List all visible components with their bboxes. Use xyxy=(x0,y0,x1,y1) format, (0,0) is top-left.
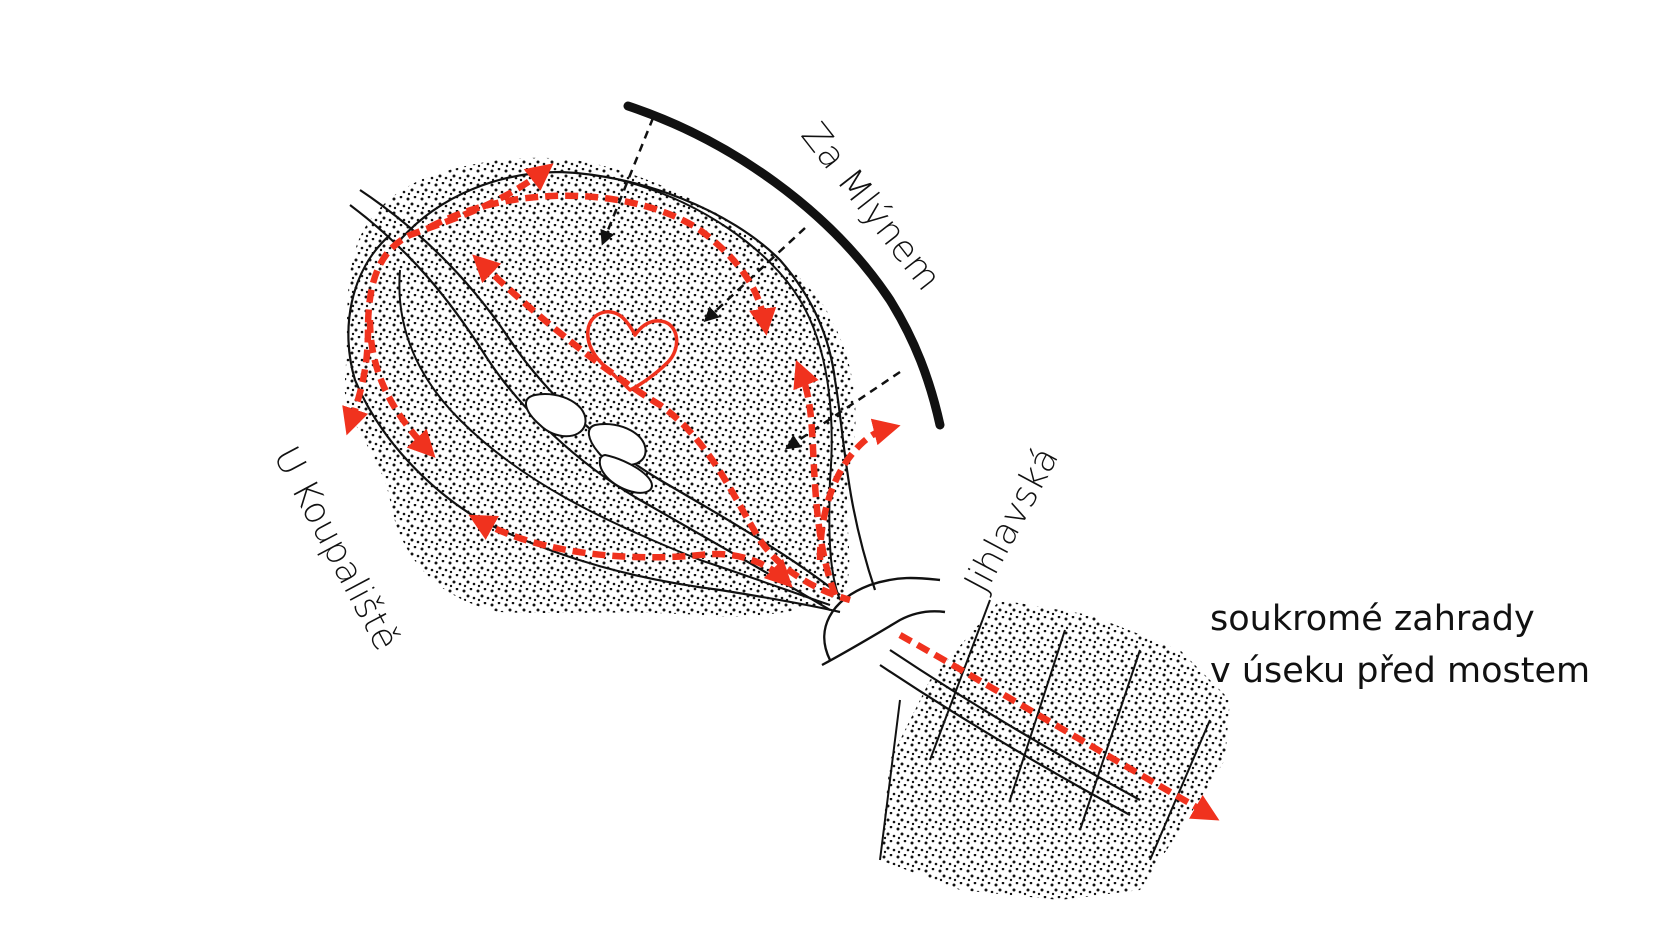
label-jihlavska: Jihlavská xyxy=(957,441,1067,600)
park-east-edge xyxy=(619,179,841,601)
gardens-stipple-area xyxy=(880,600,1230,900)
park-stipple-area xyxy=(344,157,856,617)
route-west-inner xyxy=(366,319,436,458)
route-south xyxy=(468,514,793,588)
stream-island-3 xyxy=(598,453,653,494)
bridge-arc-lower xyxy=(821,610,946,667)
route-downstream xyxy=(898,632,1220,821)
label-gardens-line1: soukromé zahrady xyxy=(1210,599,1535,639)
heart-icon xyxy=(586,310,679,392)
movement-routes xyxy=(342,163,1220,821)
route-north-loop xyxy=(342,163,554,436)
garden-parcel-lines xyxy=(879,599,1211,861)
route-east-up xyxy=(793,359,839,597)
entry-arrows xyxy=(600,117,901,450)
za-mlynem-edge xyxy=(623,101,945,430)
stream-downstream-south xyxy=(879,664,1131,816)
stream-downstream-north xyxy=(889,649,1141,801)
bridge-arc-upper xyxy=(823,576,941,661)
route-east-branch xyxy=(816,418,901,561)
label-gardens-line2: v úseku před mostem xyxy=(1210,651,1590,691)
